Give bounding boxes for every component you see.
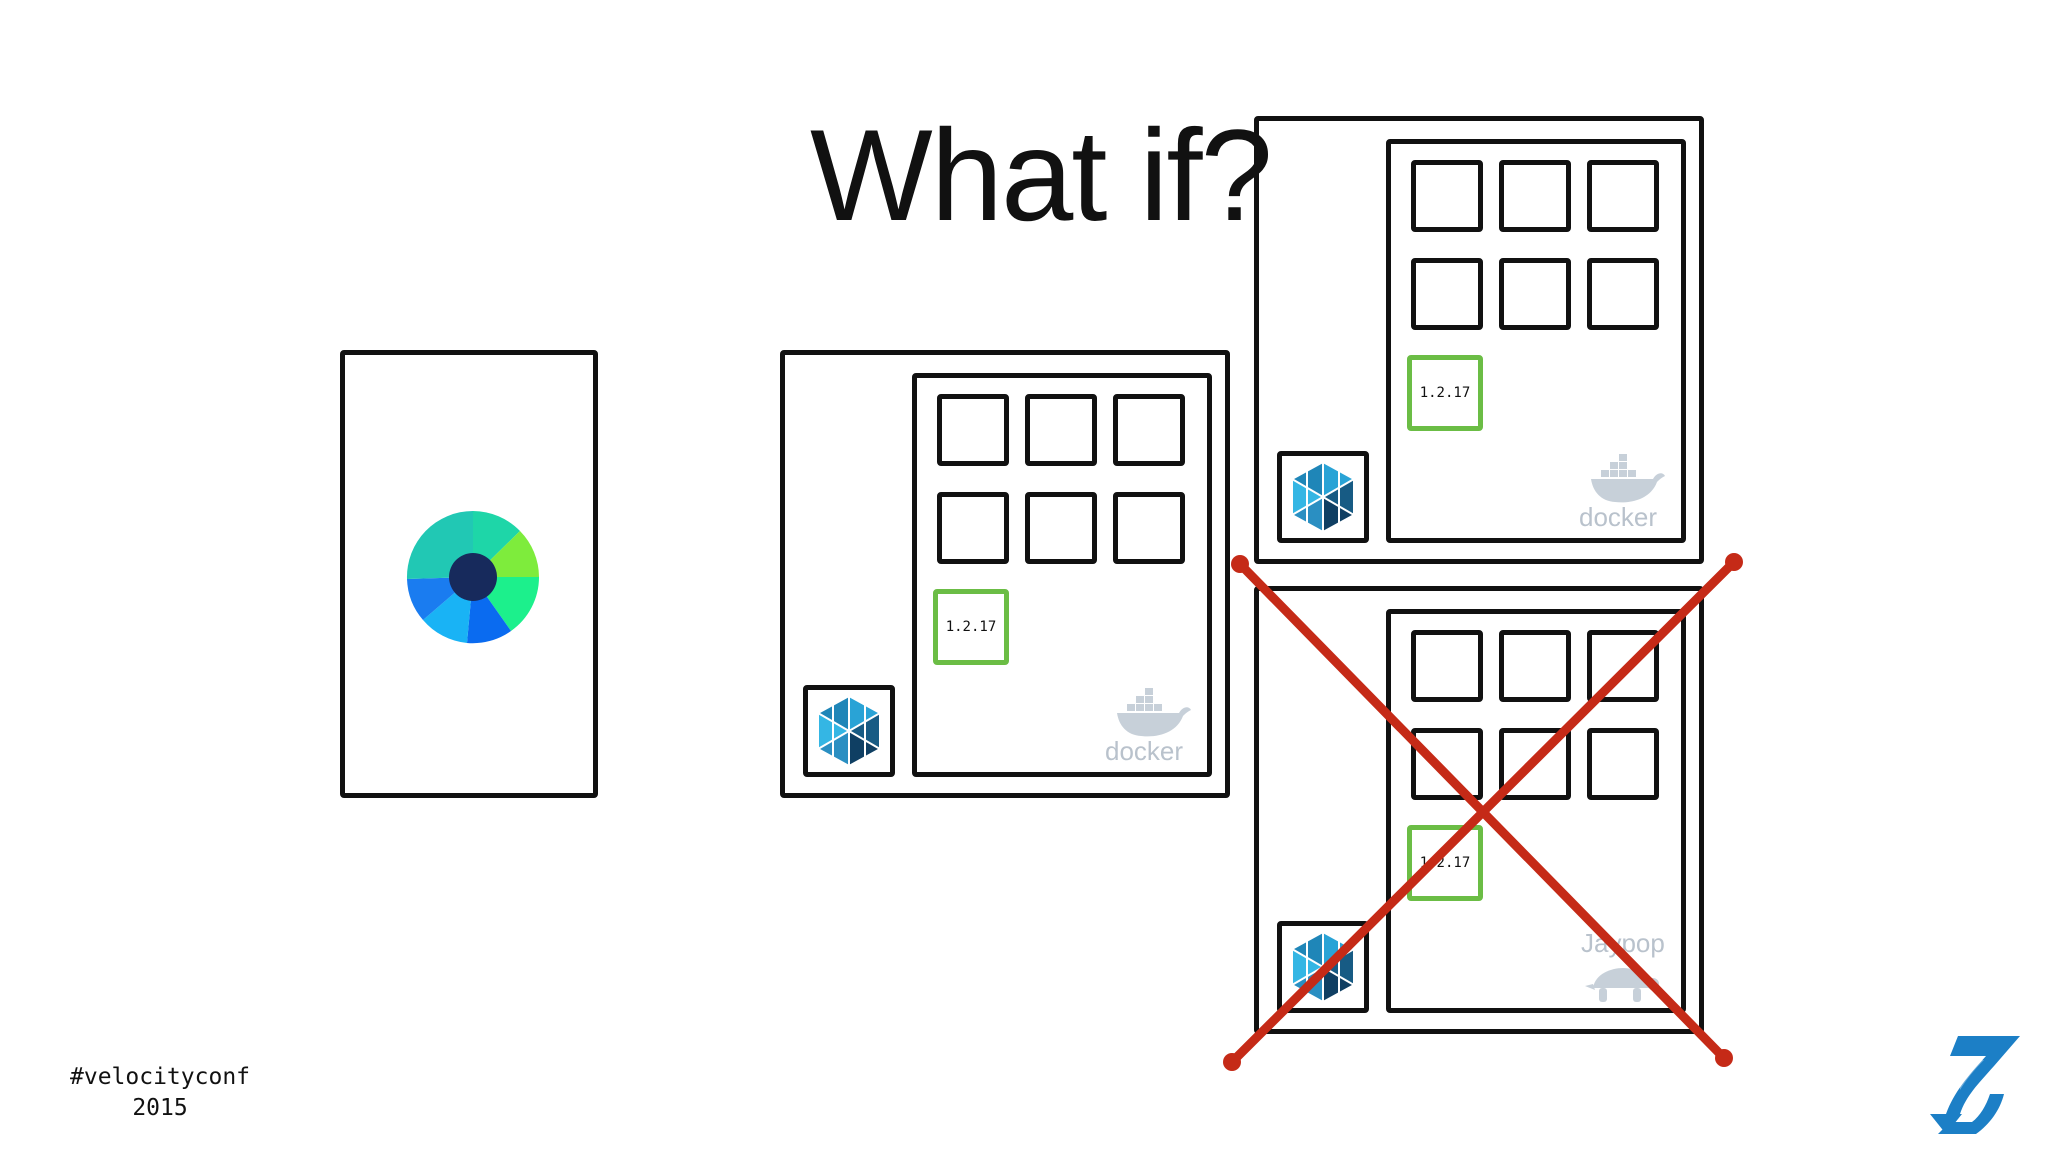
container-slot: [1499, 258, 1571, 330]
container-slot: [1499, 160, 1571, 232]
container-slot: [937, 394, 1009, 466]
colorful-circle-logo-icon: [406, 511, 539, 644]
version-label: 1.2.17: [945, 619, 997, 635]
turtle-icon: [1585, 968, 1659, 1002]
docker-whale-icon: [1117, 688, 1191, 737]
container-slot: [1587, 630, 1659, 702]
container-slot: [1411, 630, 1483, 702]
version-container: 1.2.17: [1407, 825, 1483, 901]
engine-box-1: 1.2.17 docker: [912, 373, 1212, 777]
container-slot: [1411, 258, 1483, 330]
container-slot: [1499, 630, 1571, 702]
service-badge-1: [803, 685, 895, 777]
container-slot: [1499, 728, 1571, 800]
blue-hexagon-logo-icon: [1291, 930, 1355, 1004]
container-slot: [1587, 258, 1659, 330]
container-slot: [1411, 728, 1483, 800]
version-container: 1.2.17: [933, 589, 1009, 665]
engine-logo-text: docker: [1579, 502, 1658, 532]
version-label: 1.2.17: [1419, 855, 1471, 871]
slide-title: What if?: [810, 102, 1273, 248]
blue-arrow-logo-icon: [1930, 1036, 2020, 1134]
version-container: 1.2.17: [1407, 355, 1483, 431]
container-slot: [1113, 394, 1185, 466]
engine-logo-text: docker: [1105, 736, 1184, 766]
blue-hexagon-logo-icon: [1291, 460, 1355, 534]
hashtag: #velocityconf: [70, 1064, 251, 1090]
engine-logo-text: Jaypop: [1581, 928, 1665, 958]
host-box-1: 1.2.17 docker: [780, 350, 1230, 798]
container-slot: [1113, 492, 1185, 564]
container-slot: [1587, 728, 1659, 800]
container-slot: [1025, 492, 1097, 564]
engine-box-2: 1.2.17 docker: [1386, 139, 1686, 543]
host-box-3: 1.2.17 Jaypop: [1254, 586, 1704, 1034]
container-slot: [937, 492, 1009, 564]
year: 2015: [132, 1095, 188, 1121]
host-box-2: 1.2.17 docker: [1254, 116, 1704, 564]
container-slot: [1025, 394, 1097, 466]
blue-hexagon-logo-icon: [817, 694, 881, 768]
conference-footer: #velocityconf 2015: [70, 1062, 250, 1124]
engine-box-3: 1.2.17 Jaypop: [1386, 609, 1686, 1013]
service-badge-3: [1277, 921, 1369, 1013]
docker-whale-icon: [1591, 454, 1665, 503]
app-box: [340, 350, 598, 798]
container-slot: [1587, 160, 1659, 232]
container-slot: [1411, 160, 1483, 232]
service-badge-2: [1277, 451, 1369, 543]
version-label: 1.2.17: [1419, 385, 1471, 401]
